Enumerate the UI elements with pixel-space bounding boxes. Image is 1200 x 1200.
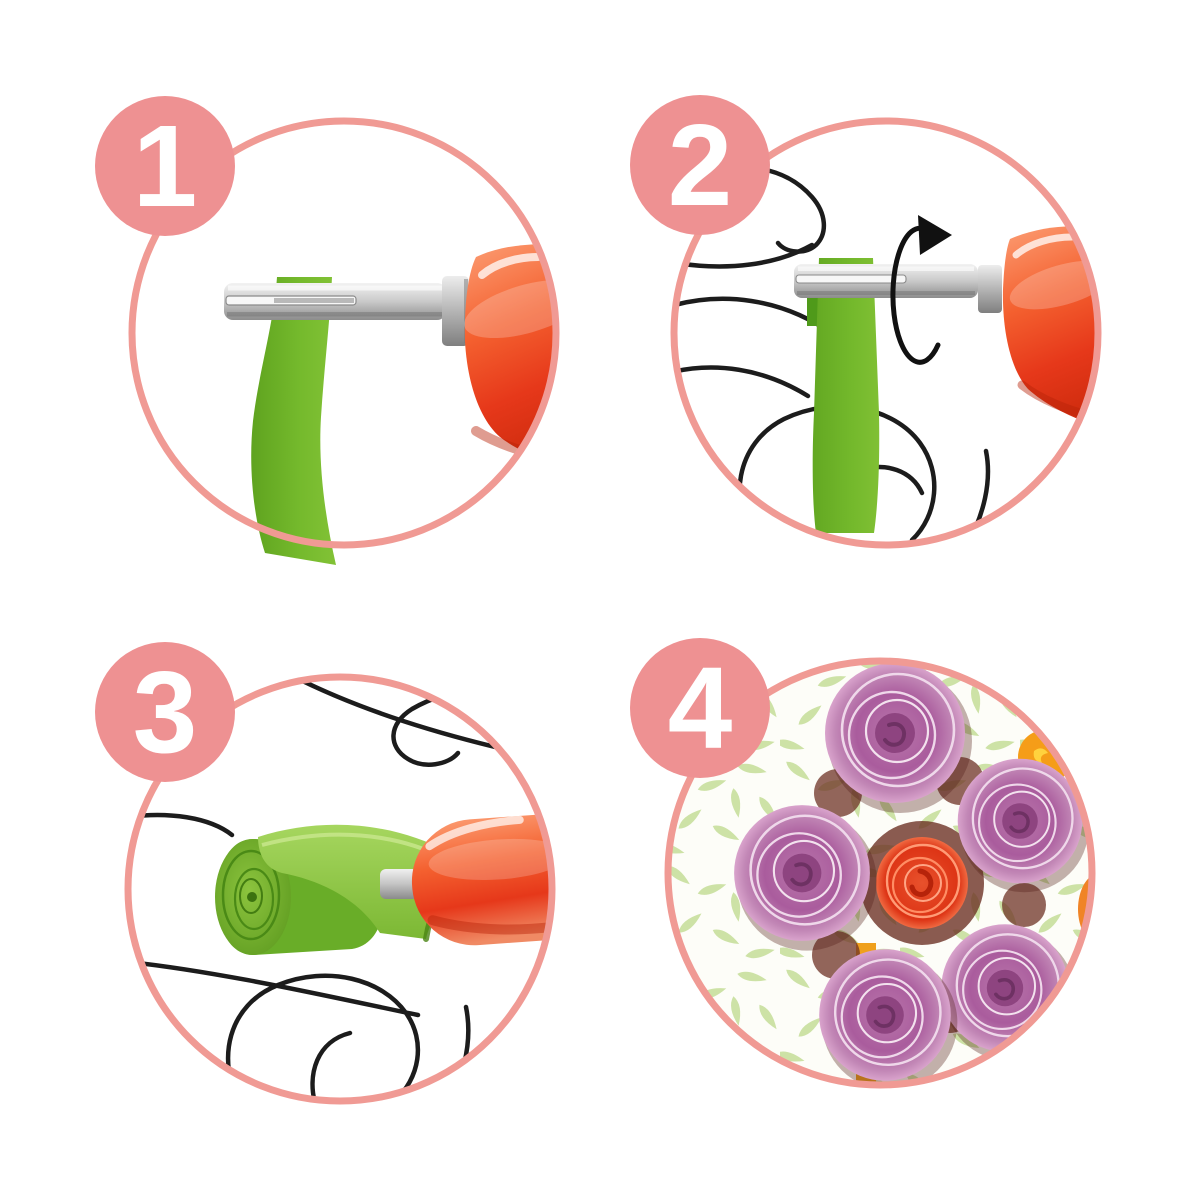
tool-slot: [795, 274, 907, 284]
step-2-number-badge: 2: [630, 95, 770, 235]
tool-collar: [978, 265, 1002, 313]
step-1-ring: [128, 117, 560, 549]
rotation-arrow-icon: [890, 215, 952, 365]
tool-collar: [442, 276, 469, 346]
step-1-circle: [124, 113, 564, 565]
step-4: 4: [600, 600, 1200, 1200]
step-3-circle: [120, 669, 560, 1109]
step-3-number-badge: 3: [95, 642, 235, 782]
step-2-illustration: [670, 117, 1102, 549]
paper-coil-icon: [215, 824, 461, 955]
tool-handle: [411, 813, 552, 946]
step-1-number-badge: 1: [95, 96, 235, 236]
step-2-circle: [666, 113, 1106, 553]
step-3-illustration: [124, 673, 556, 1105]
coil-loose-strip-end: [258, 824, 458, 939]
purple-coil-left: [734, 805, 877, 951]
step-2-ring: [670, 117, 1102, 549]
quilling-tool-icon: [224, 244, 556, 473]
step-4-number-badge: 4: [630, 638, 770, 778]
step-1: 1: [0, 0, 600, 600]
step-3: 3: [0, 600, 600, 1200]
step-1-illustration: [128, 117, 560, 565]
step-3-number: 3: [132, 647, 198, 777]
step-2-number: 2: [667, 100, 733, 230]
tool-shaft: [380, 869, 418, 899]
tool-shaft: [224, 283, 446, 320]
purple-coil-bottom: [819, 949, 958, 1085]
paper-strip-icon: [807, 258, 880, 533]
step-3-ring: [124, 673, 556, 1105]
step-1-number: 1: [132, 101, 198, 231]
step-2-background: [674, 121, 1098, 545]
red-center-coil: [876, 837, 968, 929]
purple-coil-upper-right: [957, 758, 1089, 893]
accent-squiggle: [1033, 748, 1048, 763]
paper-strip-icon: [251, 277, 336, 565]
quilling-tool-icon: [380, 813, 552, 946]
step-2: 2: [600, 0, 1200, 600]
step-4-number: 4: [667, 643, 733, 773]
purple-coil-top: [825, 663, 972, 813]
step-4-ring: [664, 657, 1096, 1089]
step-1-background: [132, 121, 556, 545]
